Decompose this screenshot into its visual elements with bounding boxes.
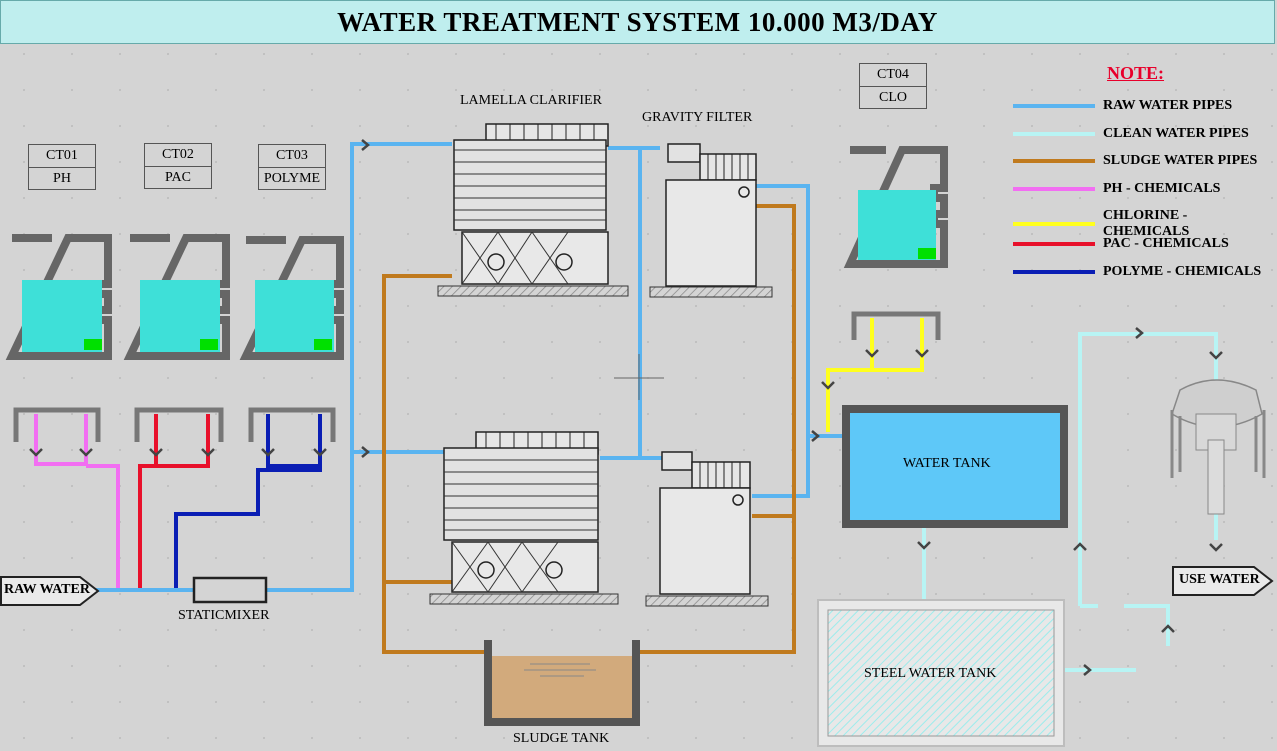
legend-item: PH - CHEMICALS <box>1013 181 1220 197</box>
level-sensor-icon <box>314 339 332 350</box>
tag-name: PH <box>53 171 71 186</box>
tag-code: CT04 <box>860 64 926 87</box>
steel-water-tank[interactable] <box>817 599 1065 747</box>
lamella-clarifier-1[interactable] <box>437 123 629 297</box>
legend-item: POLYME - CHEMICALS <box>1013 264 1261 280</box>
tag-ct02: CT02 PAC <box>144 143 212 189</box>
label-lamella-clarifier: LAMELLA CLARIFIER <box>460 93 602 108</box>
level-sensor-icon <box>200 339 218 350</box>
legend-title: NOTE: <box>1107 63 1165 83</box>
legend-item: PAC - CHEMICALS <box>1013 236 1229 252</box>
tag-ct03: CT03 POLYME <box>258 144 326 190</box>
title-bar: WATER TREATMENT SYSTEM 10.000 M3/DAY <box>0 0 1275 44</box>
legend-item: CHLORINE - CHEMICALS <box>1013 208 1277 240</box>
legend-swatch <box>1013 104 1095 108</box>
legend-label: POLYME - CHEMICALS <box>1103 263 1262 279</box>
legend-label: CLEAN WATER PIPES <box>1103 125 1249 141</box>
legend-swatch <box>1013 242 1095 246</box>
label-gravity-filter: GRAVITY FILTER <box>642 110 753 125</box>
tank-ct01[interactable] <box>5 234 112 360</box>
page-title: WATER TREATMENT SYSTEM 10.000 M3/DAY <box>337 6 938 37</box>
raw-water-inlet[interactable]: RAW WATER <box>0 576 100 611</box>
legend-label: SLUDGE WATER PIPES <box>1103 153 1258 169</box>
use-water-label: USE WATER <box>1179 572 1260 587</box>
tag-name: CLO <box>879 90 907 105</box>
label-water-tank: WATER TANK <box>903 456 991 471</box>
dosing-pumps-polyme <box>248 407 336 468</box>
gravity-filter-1[interactable] <box>649 143 773 298</box>
sludge-level <box>492 656 632 718</box>
label-static-mixer: STATICMIXER <box>178 608 270 623</box>
tag-name: PAC <box>165 170 191 185</box>
gravity-filter-2[interactable] <box>645 451 769 607</box>
legend-swatch <box>1013 131 1095 136</box>
water-tower-icon <box>1170 379 1266 515</box>
dosing-pumps-pac <box>134 407 224 468</box>
legend-label: RAW WATER PIPES <box>1103 98 1233 113</box>
lamella-clarifier-2[interactable] <box>429 431 619 605</box>
legend-swatch <box>1013 269 1095 274</box>
inlet-arrow-icon <box>0 576 100 606</box>
outlet-arrow-icon <box>1172 566 1274 596</box>
tank-ct04[interactable] <box>843 146 948 268</box>
legend-item: RAW WATER PIPES <box>1013 98 1232 114</box>
legend-item: SLUDGE WATER PIPES <box>1013 153 1257 169</box>
sludge-tank[interactable] <box>484 640 640 726</box>
tank-ct02[interactable] <box>123 234 230 360</box>
legend-label: PH - CHEMICALS <box>1103 180 1221 196</box>
water-tank[interactable] <box>842 405 1068 528</box>
legend-label: PAC - CHEMICALS <box>1103 236 1229 251</box>
legend-swatch <box>1013 222 1095 227</box>
legend-item: CLEAN WATER PIPES <box>1013 126 1249 142</box>
tag-code: CT02 <box>145 144 211 167</box>
use-water-outlet[interactable]: USE WATER <box>1172 566 1274 601</box>
static-mixer[interactable] <box>192 576 268 604</box>
tag-ct01: CT01 PH <box>28 144 96 190</box>
tag-code: CT01 <box>29 145 95 168</box>
tag-name: POLYME <box>263 171 321 186</box>
raw-water-label: RAW WATER <box>4 582 90 597</box>
dosing-pumps-ph <box>13 407 101 466</box>
label-steel-water-tank: STEEL WATER TANK <box>864 666 997 681</box>
tag-code: CT03 <box>259 145 325 168</box>
legend-swatch <box>1013 186 1095 191</box>
tank-ct03[interactable] <box>239 236 344 360</box>
tag-ct04: CT04 CLO <box>859 63 927 109</box>
legend-label: CHLORINE - CHEMICALS <box>1102 208 1190 240</box>
legend-swatch <box>1013 159 1095 164</box>
dosing-pumps-chlorine <box>821 311 941 432</box>
level-sensor-icon <box>84 339 102 350</box>
level-sensor-icon <box>918 248 936 259</box>
label-sludge-tank: SLUDGE TANK <box>513 731 610 746</box>
